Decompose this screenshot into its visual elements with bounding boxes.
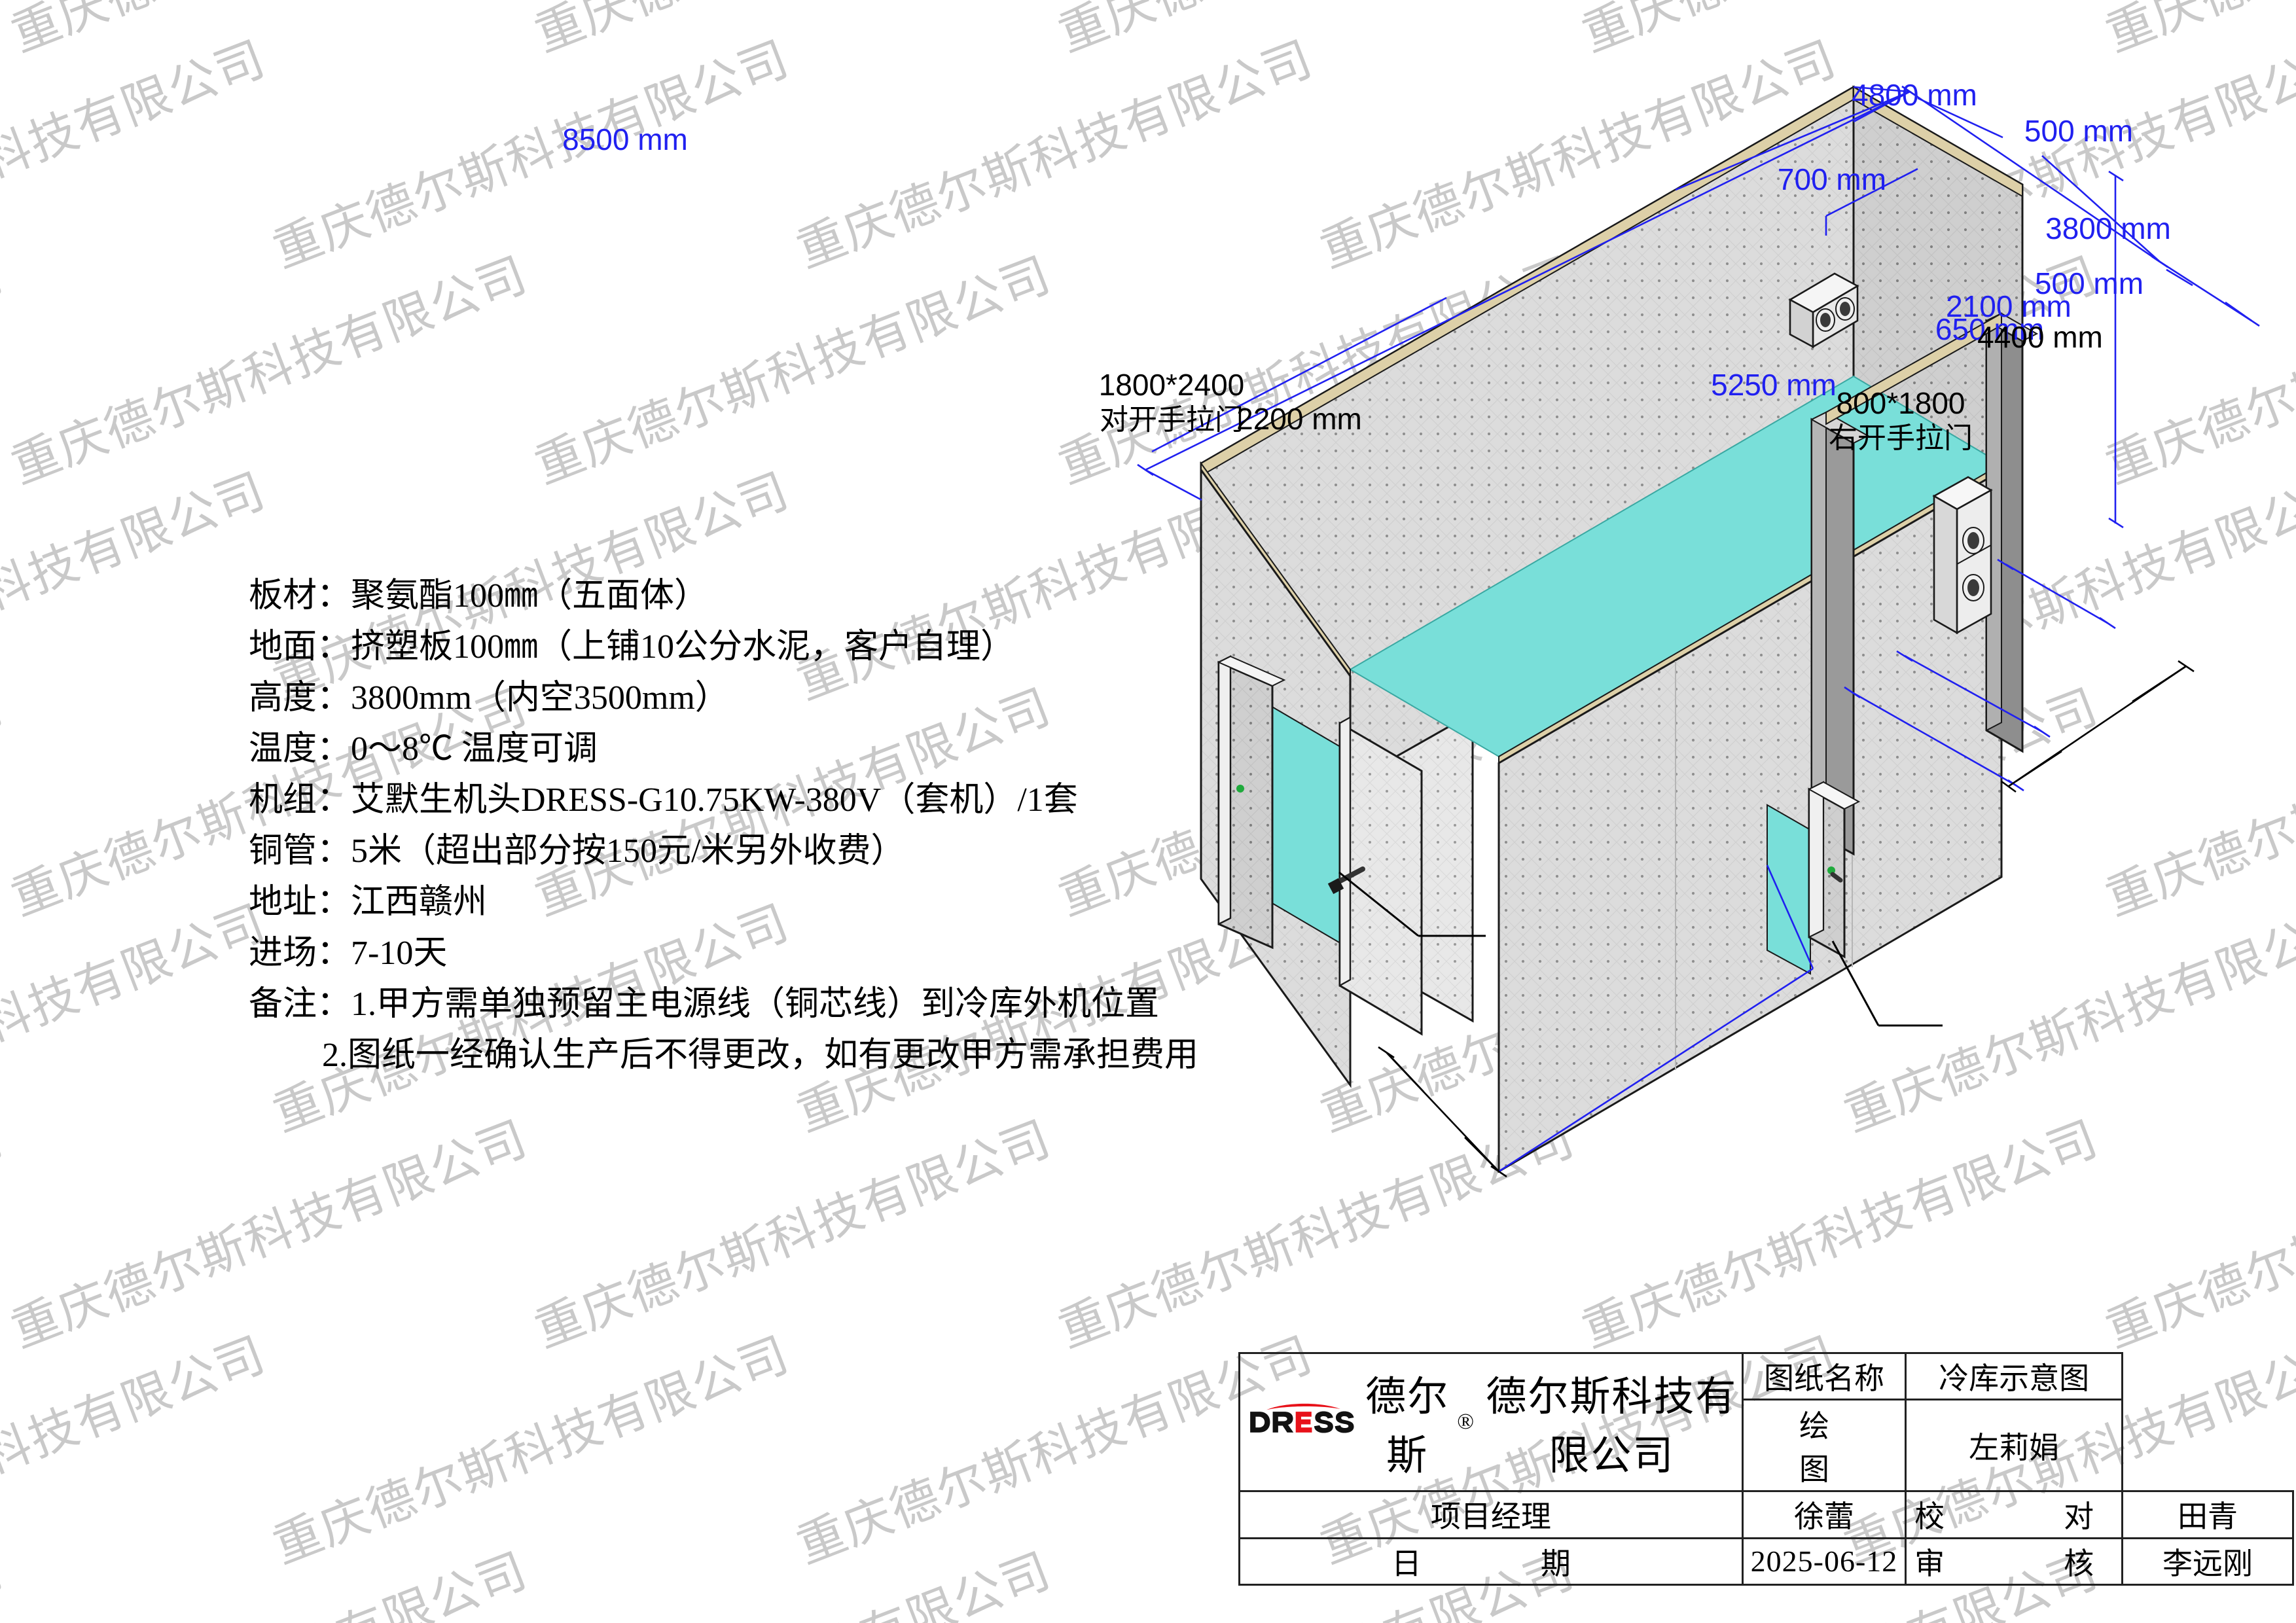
dimension-label-height-3800: 3800 mm	[2045, 211, 2171, 245]
dimension-label-offset-500-a: 500 mm	[2024, 114, 2133, 148]
spec-line-remark-2: 2.图纸一经确认生产后不得更改，如有更改甲方需承担费用	[322, 1037, 1199, 1074]
dimension-label-door1-2200: 2200 mm	[1236, 402, 1362, 436]
value-drafter: 左莉娟	[1905, 1399, 2124, 1493]
dimension-label-gap-700: 700 mm	[1778, 162, 1886, 196]
title-block-row-1: 德尔斯 ® 德尔斯科技有限公司 图纸名称 冷库示意图	[1238, 1351, 2293, 1493]
dimension-label-unit-650: 650 mm	[1935, 312, 2044, 346]
dimension-label-door2-5250: 5250 mm	[1711, 368, 1837, 402]
cold-room-body	[1200, 85, 2039, 1173]
spec-line-height: 高度：3800mm（内空3500mm）	[249, 679, 729, 717]
evaporator-unit-right	[1932, 476, 1993, 635]
title-block-row-4: 日 期 2025-06-12 审 核 李远刚	[1238, 1537, 2294, 1586]
dimension-label-offset-500-b: 500 mm	[2035, 266, 2144, 300]
spec-line-copper-pipe: 铜管：5米（超出部分按150元/米另外收费）	[249, 832, 905, 870]
label-drawing-name: 图纸名称	[1741, 1351, 1907, 1401]
spec-line-address: 地址：江西赣州	[249, 883, 488, 921]
dimension-label-length-8500: 8500 mm	[562, 122, 688, 156]
title-block: 德尔斯 ® 德尔斯科技有限公司 图纸名称 冷库示意图 绘 图 左莉娟 项目经理 徐…	[1238, 1351, 2294, 1586]
dimension-label-depth-4400: 4400 mm	[1977, 320, 2103, 354]
callout-type-door-left: 对开手拉门	[1100, 404, 1244, 436]
logo-reg-mark: ®	[1457, 1410, 1476, 1435]
value-checker: 田青	[2121, 1490, 2294, 1539]
spec-line-unit: 机组：艾默生机头DRESS-G10.75KW-380V（套机）/1套	[249, 781, 1078, 819]
label-date: 日 期	[1238, 1537, 1744, 1586]
company-brand-cell: 德尔斯 ® 德尔斯科技有限公司	[1238, 1351, 1744, 1493]
evaporator-unit-upper	[1788, 272, 1859, 349]
dress-logo-icon	[1250, 1403, 1354, 1433]
callout-size-door-right: 800*1800	[1837, 386, 1965, 420]
title-block-row-2: 绘 图 左莉娟	[1240, 1399, 2293, 1493]
spec-line-lead-time: 进场：7-10天	[249, 935, 448, 972]
specification-list: 板材：聚氨酯100㎜（五面体） 地面：挤塑板100㎜（上铺10公分水泥，客户自理）…	[249, 571, 1198, 1081]
callout-size-door-left: 1800*2400	[1099, 368, 1245, 402]
value-approver: 李远刚	[2121, 1537, 2294, 1586]
door-left-double[interactable]	[1217, 655, 1423, 1036]
door-right-single[interactable]	[1767, 781, 1861, 975]
partition-right	[1810, 312, 2039, 856]
label-approver: 审 核	[1905, 1537, 2124, 1586]
dimension-lines	[1137, 85, 2260, 1178]
company-name-text: 德尔斯科技有限公司	[1486, 1375, 1738, 1479]
dimension-label-unit-2100: 2100 mm	[1946, 289, 2072, 323]
label-checker: 校 对	[1905, 1490, 2124, 1539]
value-drawing-name: 冷库示意图	[1905, 1351, 2124, 1401]
label-project-manager: 项目经理	[1238, 1490, 1744, 1539]
label-drafter: 绘 图	[1741, 1399, 1929, 1493]
value-project-manager: 徐蕾	[1741, 1490, 1907, 1539]
title-block-row-3: 项目经理 徐蕾 校 对 田青	[1238, 1490, 2294, 1539]
spec-line-remark-1: 备注：1.甲方需单独预留主电源线（铜芯线）到冷库外机位置	[249, 986, 1160, 1023]
spec-line-floor: 地面：挤塑板100㎜（上铺10公分水泥，客户自理）	[249, 628, 1015, 666]
dimension-label-width-4800: 4800 mm	[1852, 78, 1977, 112]
spec-line-temperature: 温度：0～8℃ 温度可调	[249, 730, 598, 768]
logo-cn-text: 德尔斯	[1365, 1375, 1450, 1479]
callout-type-door-right: 右开手拉门	[1829, 422, 1973, 454]
value-date: 2025-06-12	[1741, 1537, 1907, 1586]
wall-left-front-with-doorway	[1200, 461, 1352, 1088]
spec-line-panel: 板材：聚氨酯100㎜（五面体）	[249, 577, 709, 615]
